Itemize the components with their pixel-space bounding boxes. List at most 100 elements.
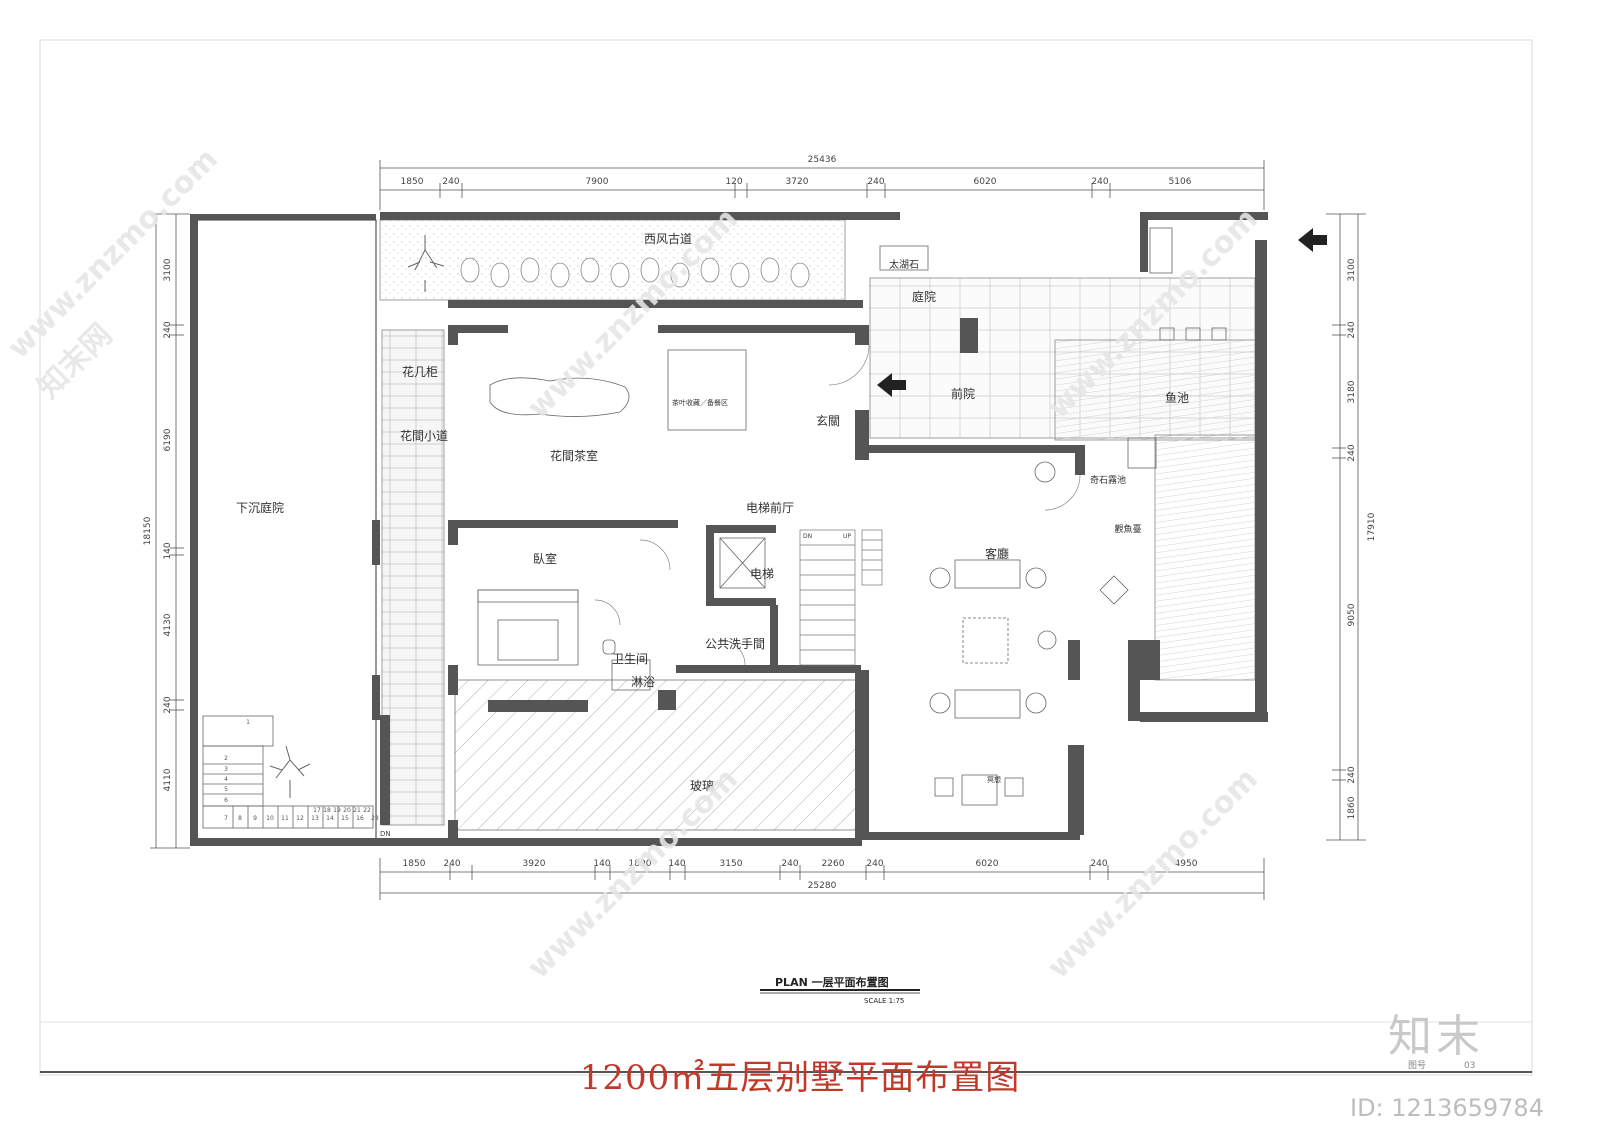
bed-icon bbox=[477, 589, 579, 666]
dim-bottom-13: 4950 bbox=[1175, 859, 1198, 869]
sheet-number: 03 bbox=[1464, 1061, 1475, 1071]
dim-right-5: 9050 bbox=[1347, 603, 1357, 626]
stair-number: 19 bbox=[333, 807, 341, 814]
dim-bottom-11: 6020 bbox=[976, 859, 999, 869]
sheet-border bbox=[39, 39, 1533, 1076]
stair-up-label: UP bbox=[843, 533, 851, 540]
label-fish-deck: 觀魚臺 bbox=[1114, 523, 1141, 535]
armchair-icon bbox=[929, 567, 951, 589]
dim-top-5: 3720 bbox=[786, 177, 809, 187]
dim-bottom-12: 240 bbox=[1090, 859, 1107, 869]
sunken-dn-label: DN bbox=[380, 830, 391, 838]
plan-scale: SCALE 1:75 bbox=[864, 997, 904, 1005]
coffee-table-icon bbox=[962, 617, 1009, 664]
dim-top-3: 7900 bbox=[586, 177, 609, 187]
left-dimension-lines bbox=[150, 213, 190, 849]
brand-logo: 知末 bbox=[1388, 1011, 1484, 1062]
stair-number: 8 bbox=[238, 815, 242, 822]
dim-bottom-7: 3150 bbox=[720, 859, 743, 869]
stair-number: 7 bbox=[224, 815, 228, 822]
dim-bottom-3: 3920 bbox=[523, 859, 546, 869]
dim-bottom-6: 140 bbox=[668, 859, 685, 869]
tea-table-icon bbox=[489, 377, 630, 417]
stair-number: 6 bbox=[224, 797, 228, 804]
elevator-car-icon bbox=[719, 537, 766, 589]
stair-number: 18 bbox=[323, 807, 331, 814]
dim-bottom-5: 1890 bbox=[629, 859, 652, 869]
fish-pond-deck bbox=[1054, 339, 1256, 441]
label-glass: 玻璃 bbox=[690, 779, 714, 793]
toilet-icon bbox=[602, 639, 616, 655]
stair-number: 15 bbox=[341, 815, 349, 822]
stair-number: 11 bbox=[281, 815, 289, 822]
main-stair bbox=[799, 529, 883, 666]
dim-right-4: 240 bbox=[1347, 444, 1357, 461]
dim-bottom-10: 240 bbox=[866, 859, 883, 869]
dim-bottom-total: 25280 bbox=[808, 881, 837, 891]
stair-number: 4 bbox=[224, 776, 228, 783]
label-sunken-court: 下沉庭院 bbox=[236, 500, 284, 515]
stepping-stones bbox=[460, 257, 810, 288]
dim-bottom-2: 240 bbox=[443, 859, 460, 869]
stair-number: 1 bbox=[246, 719, 250, 726]
left-dimension-texts: 18150 3100 240 6190 140 4130 240 4110 bbox=[143, 258, 173, 791]
label-rock-mist: 奇石霧池 bbox=[1090, 474, 1126, 486]
label-flower-path: 花間小道 bbox=[400, 428, 448, 443]
stair-number: 5 bbox=[224, 786, 228, 793]
dim-top-4: 120 bbox=[725, 177, 742, 187]
dim-bottom-9: 2260 bbox=[822, 859, 845, 869]
dim-top-8: 240 bbox=[1091, 177, 1108, 187]
dim-left-4: 140 bbox=[163, 542, 173, 559]
top-dimension-lines bbox=[379, 160, 1265, 210]
label-tea-storage: 茶叶收藏／备餐区 bbox=[672, 398, 728, 407]
stair-number: 9 bbox=[253, 815, 257, 822]
dim-left-3: 6190 bbox=[163, 428, 173, 451]
label-bathroom: 卫生间 bbox=[612, 652, 648, 666]
taihu-stone-icon bbox=[879, 245, 929, 271]
room-labels: 西风古道 太湖石 庭院 花几柜 花間小道 下沉庭院 花間茶室 茶叶收藏／备餐区 … bbox=[236, 231, 1189, 793]
dim-right-3: 3180 bbox=[1347, 380, 1357, 403]
tree-icon bbox=[269, 235, 445, 798]
label-foyer: 玄關 bbox=[816, 413, 840, 428]
stair-number: 22 bbox=[363, 807, 371, 814]
label-shower: 淋浴 bbox=[631, 675, 655, 689]
dim-top-7: 6020 bbox=[974, 177, 997, 187]
sofa-icon bbox=[954, 559, 1021, 589]
rock-mist-icon bbox=[1127, 437, 1157, 469]
side-entrance-arrow-icon bbox=[1298, 228, 1327, 252]
label-meditation: 冥想 bbox=[987, 775, 1001, 784]
label-tea-room: 花間茶室 bbox=[550, 448, 598, 463]
dim-left-1: 3100 bbox=[163, 258, 173, 281]
stair-numbers: 1 2 3 4 5 6 7 8 9 10 11 12 13 14 15 16 1… bbox=[224, 719, 379, 822]
main-title: 1200㎡五层别墅平面布置图 bbox=[579, 1058, 1021, 1098]
label-elevator: 电梯 bbox=[750, 567, 774, 581]
label-west-path: 西风古道 bbox=[644, 231, 692, 246]
plan-caption: PLAN 一层平面布置图 SCALE 1:75 bbox=[760, 975, 920, 1005]
watermark-id: ID: 1213659784 bbox=[1350, 1094, 1544, 1122]
stair-number: 17 bbox=[313, 807, 321, 814]
bottom-dimension-lines bbox=[379, 858, 1265, 900]
label-taihu-stone: 太湖石 bbox=[889, 258, 919, 271]
stair-number: 16 bbox=[356, 815, 364, 822]
dim-top-6: 240 bbox=[867, 177, 884, 187]
label-front-court: 前院 bbox=[951, 386, 975, 401]
right-dimension-texts: 17910 3100 240 3180 240 9050 240 1860 bbox=[1347, 258, 1377, 819]
dim-right-total: 17910 bbox=[1367, 512, 1377, 541]
label-living-room: 客廳 bbox=[985, 546, 1009, 561]
stair-number: 12 bbox=[296, 815, 304, 822]
title-block: 1200㎡五层别墅平面布置图 bbox=[0, 1050, 1600, 1099]
dim-top-9: 5106 bbox=[1169, 177, 1192, 187]
dim-left-total: 18150 bbox=[143, 516, 153, 545]
dim-left-7: 4110 bbox=[163, 768, 173, 791]
label-courtyard: 庭院 bbox=[912, 289, 936, 304]
door-swings bbox=[594, 344, 1081, 666]
meditation-table-icon bbox=[961, 774, 998, 806]
dim-top-2: 240 bbox=[442, 177, 459, 187]
stair-number: 21 bbox=[353, 807, 361, 814]
label-fish-pond: 鱼池 bbox=[1165, 391, 1189, 405]
stair-number: 14 bbox=[326, 815, 334, 822]
label-elevator-hall: 电梯前厅 bbox=[746, 500, 794, 515]
stair-number: 10 bbox=[266, 815, 274, 822]
stair-number: 3 bbox=[224, 766, 228, 773]
